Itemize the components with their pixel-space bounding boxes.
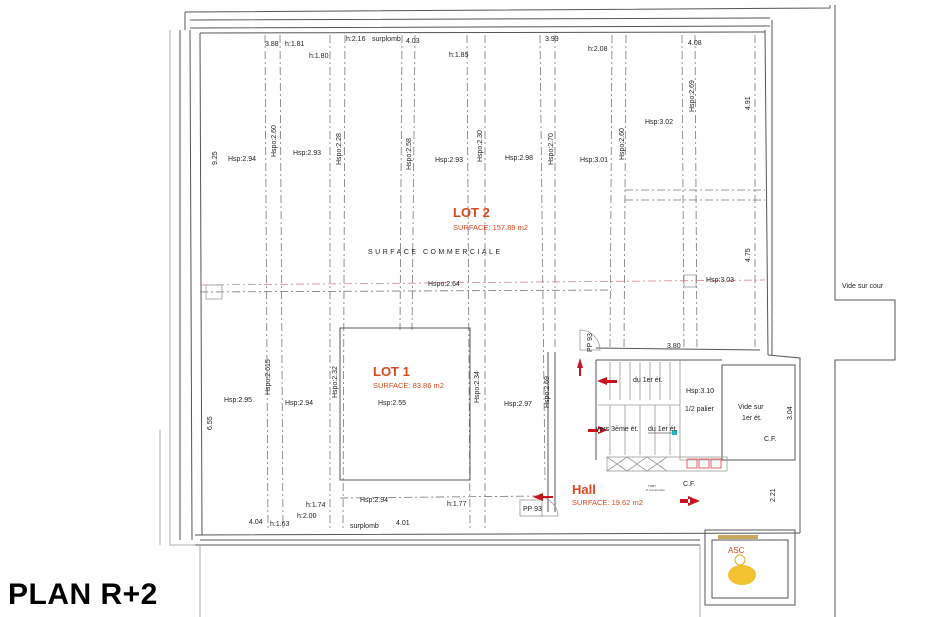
cf-label: C.F. bbox=[764, 436, 777, 443]
height-label: Hspo:2.58 bbox=[406, 138, 413, 170]
height-label: Hsp:2.98 bbox=[505, 155, 533, 162]
dimension-labels: 3.88 h:1.81 h:1.80 h:2.16 surplomb 4.03 … bbox=[207, 36, 794, 530]
tgbt-label: TGBT bbox=[648, 484, 656, 488]
height-label: Hspo:2.60 bbox=[619, 128, 626, 160]
height-label: Hspo:2.70 bbox=[548, 133, 555, 165]
height-label: Hspo:2.69 bbox=[544, 376, 551, 408]
dimension-label: 4.91 bbox=[745, 96, 752, 110]
height-label: Hsp:2.97 bbox=[504, 401, 532, 408]
dimension-label: 2.21 bbox=[770, 488, 777, 502]
height-label: Hsp:2.55 bbox=[378, 400, 406, 407]
height-label: Hsp:2.93 bbox=[293, 150, 321, 157]
dimension-label: 3.93 bbox=[545, 36, 559, 43]
stair-label: du 1er ét. bbox=[633, 377, 663, 384]
height-label: Hspo:2.64 bbox=[428, 281, 460, 288]
vide-sur-1er-label: Vide sur bbox=[738, 404, 764, 411]
height-label: Hspo:2.69 bbox=[689, 80, 696, 112]
arrow-left-icon bbox=[597, 377, 617, 385]
dimension-label: 3.80 bbox=[667, 343, 681, 350]
dimension-label: h:1.63 bbox=[270, 521, 290, 528]
landing-label: 1/2 palier bbox=[685, 406, 714, 413]
height-label: Hsp:2.95 bbox=[224, 397, 252, 404]
dimension-label: 3.88 bbox=[265, 41, 279, 48]
hall-label: Hall bbox=[572, 482, 596, 497]
tgbt-label: P. Communes bbox=[646, 488, 665, 492]
cf-label: C.F. bbox=[683, 481, 696, 488]
dimension-label: 4.08 bbox=[688, 40, 702, 47]
signal-icon bbox=[672, 430, 677, 435]
dimension-label: h:1.77 bbox=[447, 501, 467, 508]
stair-label: vers 3ème ét. bbox=[596, 426, 638, 433]
dimension-label: h:2.00 bbox=[297, 513, 317, 520]
lot1-label: LOT 1 bbox=[373, 364, 410, 379]
elevator-label: ASC bbox=[728, 546, 745, 555]
arrow-right-icon bbox=[588, 426, 608, 434]
vide-sur-1er-label: 1er ét. bbox=[742, 415, 762, 422]
height-label: Hsp:3.02 bbox=[645, 119, 673, 126]
arrow-left-icon bbox=[533, 493, 553, 501]
dimension-label: h:2.16 bbox=[346, 36, 366, 43]
height-label: Hsp:3.01 bbox=[580, 157, 608, 164]
dimension-label: 4.04 bbox=[249, 519, 263, 526]
dimension-label: 9.25 bbox=[212, 151, 219, 165]
arrow-up-icon bbox=[577, 358, 583, 376]
height-label: Hsp:3.10 bbox=[686, 388, 714, 395]
dimension-label: 6.55 bbox=[207, 416, 214, 430]
height-label: Hsp:2.94 bbox=[228, 156, 256, 163]
asc-cabin bbox=[728, 565, 756, 585]
page-title: PLAN R+2 bbox=[8, 578, 158, 611]
dimension-label: 4.03 bbox=[406, 38, 420, 45]
dimension-label: h:2.08 bbox=[588, 46, 608, 53]
height-label: Hspo:2.28 bbox=[336, 133, 343, 165]
height-label: Hsp:2.93 bbox=[435, 157, 463, 164]
height-label: Hspo:2.615 bbox=[265, 359, 272, 395]
dimension-label: 3.04 bbox=[787, 406, 794, 420]
height-label: Hsp:2.94 bbox=[360, 497, 388, 504]
height-label: Hspo:2.30 bbox=[477, 130, 484, 162]
exit-arrows bbox=[533, 358, 700, 506]
surplomb-label: surplomb bbox=[372, 36, 401, 43]
surface-commerciale-label: SURFACE COMMERCIALE bbox=[368, 249, 503, 256]
hall-surface: SURFACE: 19.62 m2 bbox=[572, 498, 643, 507]
height-label: Hspo:2.32 bbox=[332, 366, 339, 398]
lot2-surface: SURFACE: 157.89 m2 bbox=[453, 223, 528, 232]
dimension-label: 4.01 bbox=[396, 520, 410, 527]
surplomb-label: surplomb bbox=[350, 523, 379, 530]
stair-label: du 1er ét. bbox=[648, 426, 678, 433]
height-label: Hsp:2.94 bbox=[285, 400, 313, 407]
room-labels: LOT 2 SURFACE: 157.89 m2 SURFACE COMMERC… bbox=[368, 205, 884, 555]
walls bbox=[159, 5, 896, 617]
height-label: Hsp:3.03 bbox=[706, 277, 734, 284]
lot1-surface: SURFACE: 83.86 m2 bbox=[373, 381, 444, 390]
dimension-label: h:1.85 bbox=[449, 52, 469, 59]
dimension-label: 4.75 bbox=[745, 248, 752, 262]
door-label: PP 93 bbox=[587, 333, 594, 352]
vide-sur-cour-label: Vide sur cour bbox=[842, 283, 884, 290]
lot2-label: LOT 2 bbox=[453, 205, 490, 220]
door-label: PP 93 bbox=[523, 506, 542, 513]
dimension-label: h:1.81 bbox=[285, 41, 305, 48]
dimension-label: h:1.74 bbox=[306, 502, 326, 509]
height-label: Hspo:2.60 bbox=[271, 125, 278, 157]
arrow-right-icon bbox=[680, 496, 700, 506]
dimension-label: h:1.80 bbox=[309, 53, 329, 60]
height-label: Hspo:2.34 bbox=[474, 371, 481, 403]
